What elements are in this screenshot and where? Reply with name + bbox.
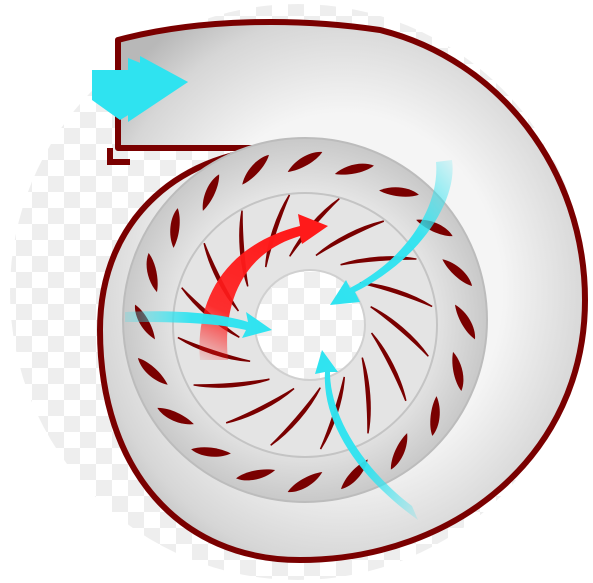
turbine-diagram (0, 0, 593, 583)
